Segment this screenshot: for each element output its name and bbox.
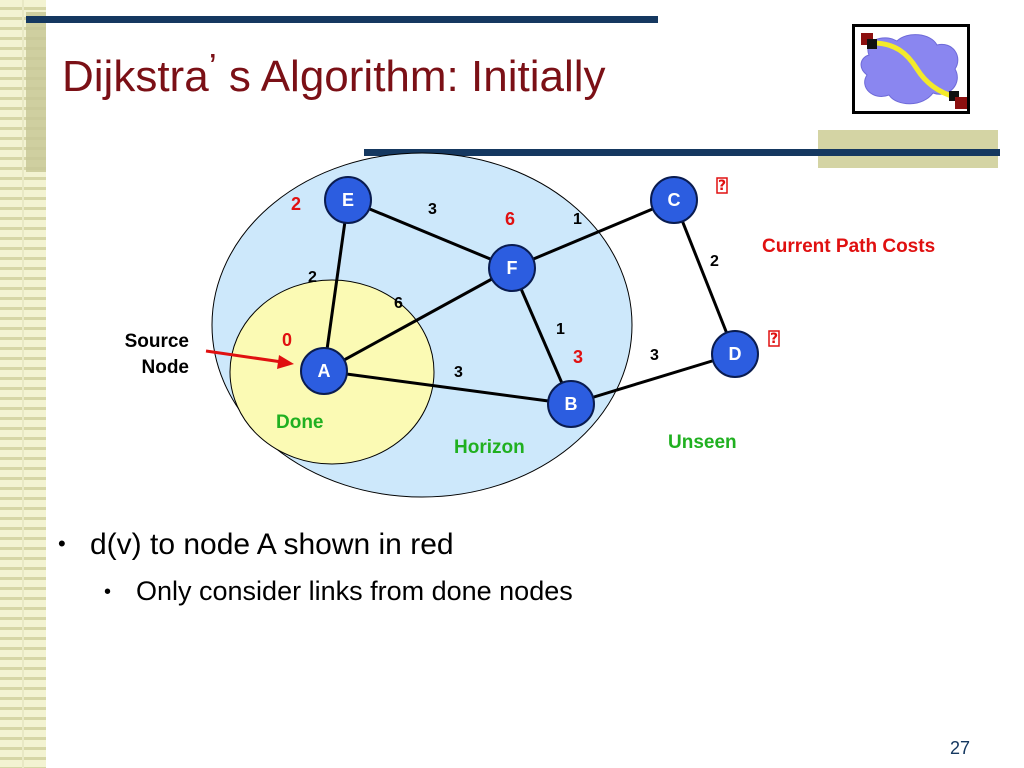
- edge-F-C: [511, 198, 675, 270]
- node-A: [300, 347, 348, 395]
- bullet-text-level2: Only consider links from done nodes: [136, 576, 573, 606]
- edge-E-F: [347, 198, 513, 270]
- side-stripe-shade: [26, 12, 46, 172]
- edge-weight-C-D: 2: [710, 253, 719, 270]
- edge-C-D: [672, 199, 737, 355]
- node-C-label: C: [668, 190, 681, 210]
- graph-nodes: E C F A D B: [300, 176, 759, 428]
- cost-C-infinity: ?: [716, 177, 728, 194]
- bullet-marker: •: [104, 581, 112, 603]
- node-cost-labels: 2 6 0 3 ? ?: [282, 177, 780, 367]
- cost-B: 3: [573, 347, 583, 367]
- title-main: Dijkstra: [62, 52, 209, 101]
- page-number: 27: [950, 738, 971, 758]
- title-apostrophe: ’: [208, 46, 217, 87]
- legend-current-path-costs: Current Path Costs: [762, 236, 935, 257]
- edge-weight-A-B: 3: [454, 364, 463, 381]
- edge-F-B: [510, 267, 573, 405]
- region-label-done: Done: [276, 412, 324, 433]
- edge-A-B: [323, 369, 572, 406]
- node-D: [711, 330, 759, 378]
- node-E: [324, 176, 372, 224]
- cost-D-glyph: ?: [770, 331, 778, 347]
- edge-E-A: [322, 199, 350, 372]
- title-top-rule: [26, 16, 658, 23]
- edge-A-F: [323, 266, 513, 373]
- edge-weight-A-F: 6: [394, 295, 403, 312]
- edge-B-D: [570, 352, 736, 406]
- node-C: [650, 176, 698, 224]
- cost-C-glyph: ?: [718, 178, 726, 194]
- cost-D-infinity: ?: [768, 330, 780, 347]
- bullet-text-level1: d(v) to node A shown in red: [90, 528, 454, 561]
- node-B: [547, 380, 595, 428]
- source-arrow-icon: [205, 349, 294, 369]
- source-node-label-line1: Source: [125, 331, 189, 352]
- node-D-label: D: [729, 344, 742, 364]
- graph-edges: [322, 198, 737, 406]
- cost-E: 2: [291, 194, 301, 214]
- node-F-label: F: [507, 258, 518, 278]
- node-F: [488, 244, 536, 292]
- title-rest: s Algorithm: Initially: [216, 52, 606, 101]
- edge-weight-E-A: 2: [308, 269, 317, 286]
- edge-weight-E-F: 3: [428, 201, 437, 218]
- edge-weight-labels: 3 1 2 2 6 1 3 3: [308, 201, 719, 381]
- node-B-label: B: [565, 394, 578, 414]
- edge-weight-F-B: 1: [556, 321, 565, 338]
- node-A-label: A: [318, 361, 331, 381]
- bullet-marker: •: [58, 531, 66, 556]
- cost-A: 0: [282, 330, 292, 350]
- region-label-unseen: Unseen: [668, 432, 737, 453]
- edge-weight-F-C: 1: [573, 211, 582, 228]
- bullet-item-level2: • Only consider links from done nodes: [104, 576, 573, 607]
- network-logo: [852, 24, 970, 114]
- slide-title: Dijkstra’ s Algorithm: Initially: [62, 46, 606, 102]
- network-cloud-icon: [860, 33, 967, 109]
- bullet-item-level1: • d(v) to node A shown in red: [58, 528, 573, 562]
- edge-weight-B-D: 3: [650, 347, 659, 364]
- node-E-label: E: [342, 190, 354, 210]
- source-node-label-line2: Node: [142, 357, 190, 378]
- bullet-list: • d(v) to node A shown in red • Only con…: [58, 528, 573, 607]
- region-label-horizon: Horizon: [454, 437, 525, 458]
- cost-F: 6: [505, 209, 515, 229]
- title-bottom-rule: [364, 149, 1000, 156]
